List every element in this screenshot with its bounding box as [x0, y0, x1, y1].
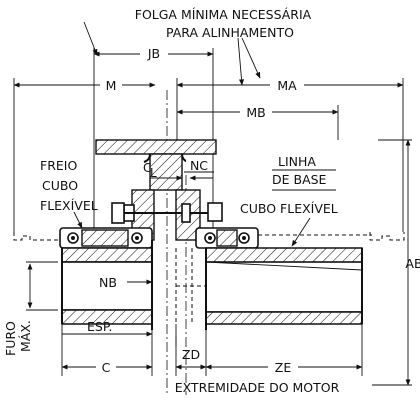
ab-label: AB — [405, 256, 420, 271]
folga-line1: FOLGA MÍNIMA NECESSÁRIA — [135, 7, 312, 22]
m-label: M — [106, 78, 117, 93]
folga-line2: PARA ALINHAMENTO — [166, 25, 294, 40]
bolt-head-right — [181, 203, 191, 223]
cubo-label: CUBO — [42, 178, 78, 193]
max-label: MÁX. — [18, 320, 33, 352]
right-phantom-housing — [369, 232, 405, 241]
linha-label: LINHA — [278, 154, 316, 169]
cl-c: C — [143, 161, 151, 175]
esp-label: ESP. — [87, 319, 112, 334]
brake-disc-hub — [149, 153, 183, 191]
cubo-flexivel-label: CUBO FLEXÍVEL — [240, 201, 338, 216]
freio-label: FREIO — [40, 158, 77, 173]
nut-right — [207, 202, 223, 222]
folga-leader-right-b — [241, 37, 261, 79]
cubo-flexivel-leader — [291, 217, 311, 247]
cubo-leader — [73, 211, 83, 229]
left-ring-section — [81, 229, 129, 247]
right-hub-bore — [205, 261, 363, 313]
nc-label: NC — [190, 158, 208, 173]
jb-label: JB — [147, 46, 160, 61]
left-hub-bore — [61, 261, 153, 311]
furo-label: FURO — [3, 321, 18, 356]
de-base-label: DE BASE — [272, 172, 327, 187]
ze-label: ZE — [275, 360, 292, 375]
extremidade-label: EXTREMIDADE DO MOTOR — [175, 380, 340, 395]
mb-label: MB — [246, 105, 265, 120]
brake-disc — [95, 139, 217, 155]
cl-l: L — [150, 166, 157, 180]
nb-label: NB — [99, 275, 117, 290]
folga-leader-left — [83, 21, 98, 56]
left-hub-top — [61, 247, 153, 263]
right-ring-section — [216, 229, 238, 247]
folga-leader-right-a — [237, 37, 245, 86]
left-phantom-housing — [13, 229, 88, 241]
nut-left — [111, 202, 125, 224]
right-hub-bottom — [205, 311, 363, 325]
shaft-end-phantom — [175, 248, 206, 324]
ma-label: MA — [277, 78, 297, 93]
c-label: C — [102, 360, 111, 375]
flexivel-label: FLEXÍVEL — [40, 198, 98, 213]
zd-label: ZD — [182, 347, 200, 362]
